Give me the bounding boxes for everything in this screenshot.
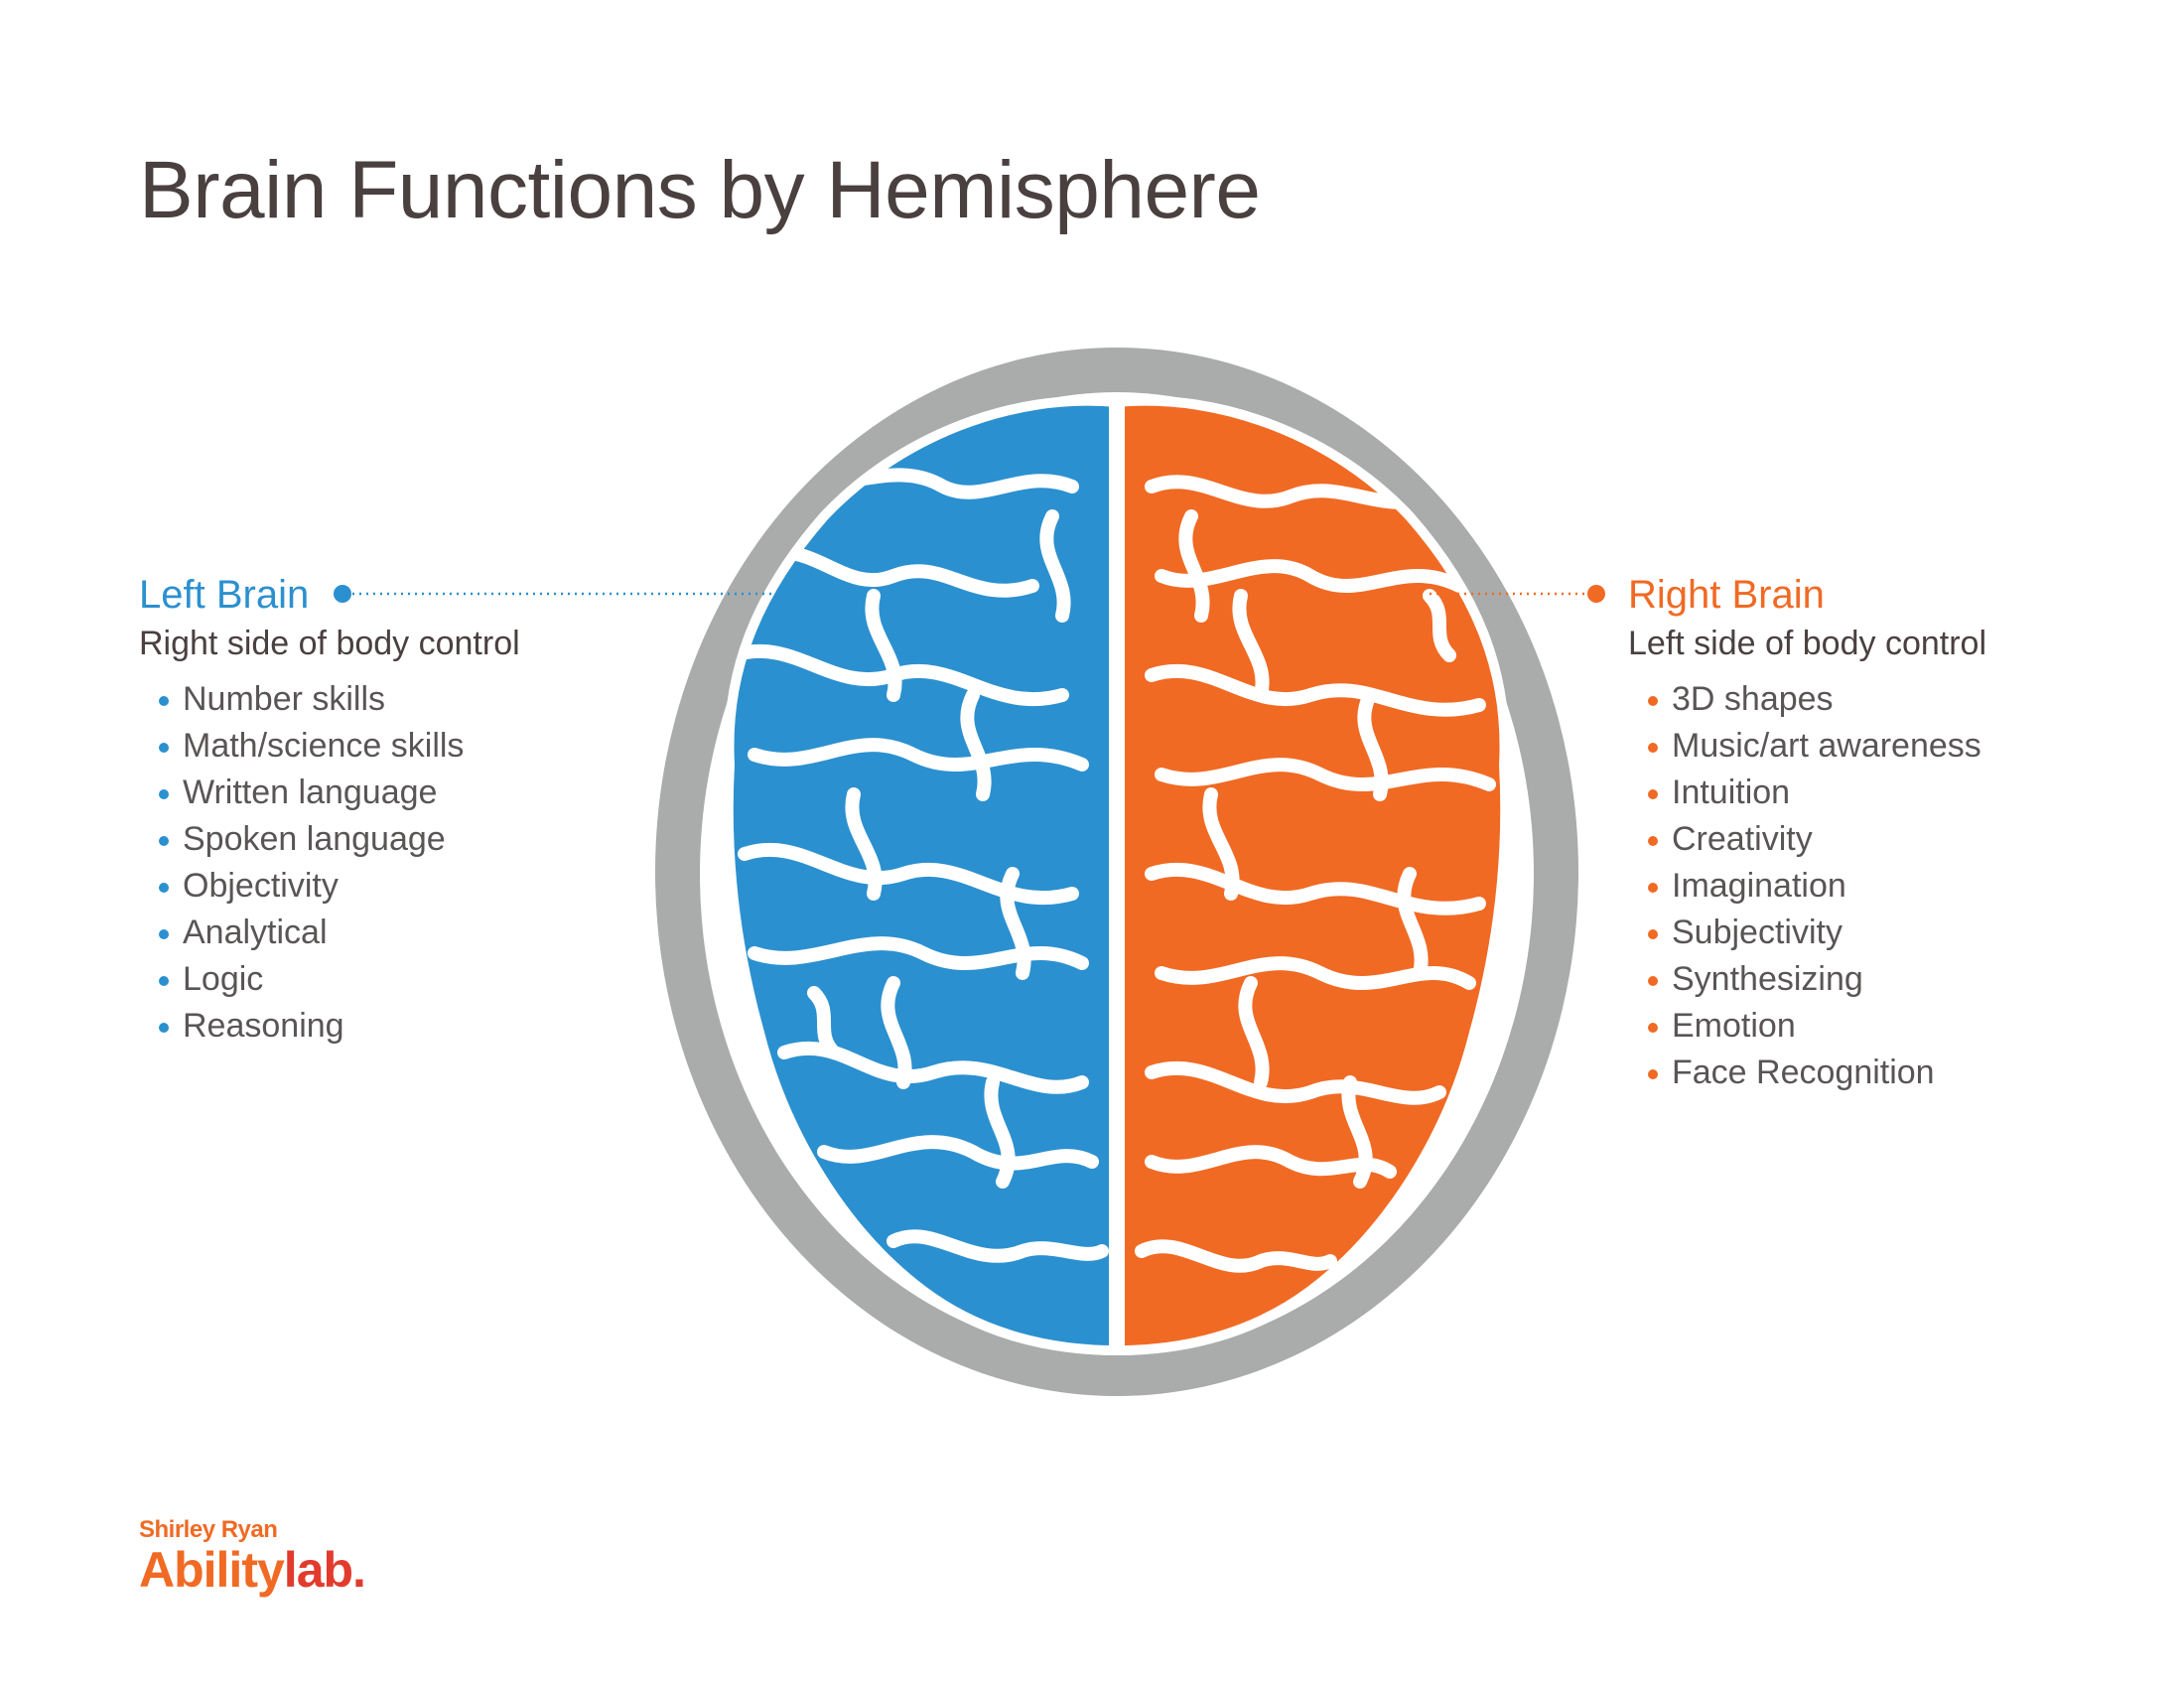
right-hemisphere — [1117, 400, 1506, 1350]
bullet-icon — [1648, 883, 1658, 893]
right-brain-list: 3D shapes Music/art awareness Intuition … — [1628, 676, 1986, 1096]
page-title: Brain Functions by Hemisphere — [139, 145, 1261, 235]
shirley-ryan-abilitylab-logo: Shirley Ryan Abilitylab. — [139, 1516, 366, 1598]
list-item: Spoken language — [139, 816, 520, 863]
list-item: Number skills — [139, 676, 520, 723]
list-item: Creativity — [1628, 816, 1986, 863]
list-item: Imagination — [1628, 863, 1986, 910]
right-brain-panel: Right Brain Left side of body control 3D… — [1628, 571, 1986, 1096]
list-item: Math/science skills — [139, 723, 520, 770]
bullet-icon — [1648, 696, 1658, 706]
bullet-icon — [1648, 836, 1658, 846]
list-item: Written language — [139, 770, 520, 816]
left-connector — [334, 585, 804, 603]
list-item: Intuition — [1628, 770, 1986, 816]
bullet-icon — [1648, 789, 1658, 799]
left-brain-subtitle: Right side of body control — [139, 625, 520, 662]
bullet-icon — [1648, 929, 1658, 939]
bullet-icon — [1648, 1023, 1658, 1033]
bullet-icon — [159, 789, 169, 799]
logo-line-2: Abilitylab. — [139, 1542, 366, 1598]
bullet-icon — [159, 929, 169, 939]
bullet-icon — [159, 883, 169, 893]
list-item: Synthesizing — [1628, 956, 1986, 1003]
list-item: Subjectivity — [1628, 910, 1986, 956]
bullet-icon — [159, 976, 169, 986]
list-item: Emotion — [1628, 1003, 1986, 1050]
logo-line-1: Shirley Ryan — [139, 1516, 278, 1543]
bullet-icon — [1648, 1069, 1658, 1079]
bullet-icon — [1648, 976, 1658, 986]
list-item: Analytical — [139, 910, 520, 956]
bullet-icon — [159, 743, 169, 753]
left-hemisphere — [728, 400, 1117, 1350]
bullet-icon — [1648, 743, 1658, 753]
list-item: 3D shapes — [1628, 676, 1986, 723]
list-item: Face Recognition — [1628, 1050, 1986, 1096]
list-item: Music/art awareness — [1628, 723, 1986, 770]
left-brain-panel: Left Brain Right side of body control Nu… — [139, 571, 520, 1050]
right-connector — [1430, 585, 1605, 603]
bullet-icon — [159, 1023, 169, 1033]
left-brain-list: Number skills Math/science skills Writte… — [139, 676, 520, 1050]
right-brain-heading: Right Brain — [1628, 573, 1825, 617]
list-item: Objectivity — [139, 863, 520, 910]
bullet-icon — [159, 836, 169, 846]
list-item: Logic — [139, 956, 520, 1003]
list-item: Reasoning — [139, 1003, 520, 1050]
bullet-icon — [159, 696, 169, 706]
right-brain-subtitle: Left side of body control — [1628, 625, 1987, 662]
left-brain-heading: Left Brain — [139, 573, 310, 617]
